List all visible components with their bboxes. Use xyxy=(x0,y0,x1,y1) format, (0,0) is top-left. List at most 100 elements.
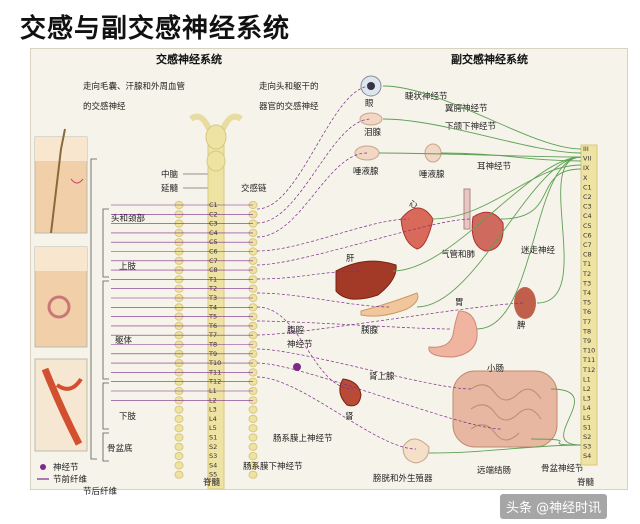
central-segment-l3: L3 xyxy=(209,406,217,414)
label-inf-mesenteric: 肠系膜下神经节 xyxy=(243,461,303,472)
right-chain-ganglion-l4 xyxy=(248,414,258,423)
note-skin-line1: 走向毛囊、汗腺和外周血管 xyxy=(83,81,185,92)
right-chain-ganglion-s2 xyxy=(248,442,258,451)
right-segment-l2: L2 xyxy=(583,385,591,393)
legend: 神经节 节前纤维 xyxy=(37,462,88,485)
note-viscera-line1: 走向头和躯干的 xyxy=(259,81,319,92)
left-chain-ganglion-s4 xyxy=(174,461,184,470)
central-segment-l5: L5 xyxy=(209,424,217,432)
skin-illustrations xyxy=(34,128,88,452)
right-segment-t10: T10 xyxy=(582,347,595,355)
right-segment-c8: C8 xyxy=(583,251,592,259)
region-upper-limb: 上肢 xyxy=(119,261,137,272)
organ-liver xyxy=(335,260,397,300)
left-chain-ganglion-s5 xyxy=(174,470,184,479)
right-segment-s3: S3 xyxy=(583,443,591,451)
right-segment-c3: C3 xyxy=(583,203,592,211)
region-brackets xyxy=(90,158,109,462)
right-segment-x: X xyxy=(583,174,588,182)
right-segment-t11: T11 xyxy=(582,356,595,364)
left-chain-ganglion-s1 xyxy=(174,433,184,442)
parasympathetic-spinal-cord xyxy=(580,144,598,466)
organ-pancreas xyxy=(360,292,419,317)
label-celiac-ganglion-line2: 神经节 xyxy=(287,339,313,350)
label-salivary-2: 唾液腺 xyxy=(419,169,445,180)
organ-eye xyxy=(360,75,382,97)
right-segment-ix: IX xyxy=(583,164,590,172)
legend-preganglionic: 节前纤维 xyxy=(53,474,88,485)
central-segment-s3: S3 xyxy=(209,452,217,460)
parasympathetic-fibers xyxy=(378,85,582,454)
label-eye: 眼 xyxy=(365,99,374,109)
parasympathetic-fiber-6 xyxy=(500,168,582,220)
legend-postganglionic: 节后纤维 xyxy=(83,487,118,497)
central-spinal-cord xyxy=(205,124,227,489)
sympathetic-organ-fiber-9 xyxy=(256,320,452,330)
note-viscera-line2: 器官的交感神经 xyxy=(259,101,319,112)
right-chain-ganglion-s3 xyxy=(248,452,258,461)
label-distal-colon: 远端结肠 xyxy=(477,465,511,476)
right-chain-ganglion-l5 xyxy=(248,424,258,433)
sympathetic-organ-fiber-12 xyxy=(256,362,502,430)
watermark: 头条 @神经时讯 xyxy=(500,494,608,519)
right-segment-t7: T7 xyxy=(582,318,591,326)
left-sympathetic-chain xyxy=(174,200,184,479)
arrow-left xyxy=(189,113,212,131)
central-segment-s5: S5 xyxy=(209,471,217,479)
right-chain-ganglion-s4 xyxy=(248,461,258,470)
sympathetic-organ-fiber-7 xyxy=(256,292,392,308)
sympathetic-organ-fiber-13 xyxy=(256,376,417,450)
diagram-panel: 交感神经系统 副交感神经系统 走向毛囊、汗腺和外周血管 的交感神经 走向头和躯干… xyxy=(30,48,628,497)
sympathetic-organ-fiber-11 xyxy=(256,348,472,390)
arrow-right xyxy=(220,113,243,131)
parasympathetic-fiber-11 xyxy=(550,388,582,446)
celiac-ganglion xyxy=(293,363,301,371)
region-lower-limb: 下肢 xyxy=(119,411,137,422)
label-lungs: 气管和肺 xyxy=(441,249,476,260)
label-salivary-1: 唾液腺 xyxy=(353,166,379,177)
label-otic-ganglion: 耳神经节 xyxy=(477,161,512,172)
parasympathetic-fiber-8 xyxy=(416,156,582,308)
label-small-intestine: 小肠 xyxy=(487,363,504,374)
right-segment-c1: C1 xyxy=(583,183,592,191)
note-skin-line2: 的交感神经 xyxy=(83,101,126,112)
label-liver: 肝 xyxy=(346,254,355,264)
sympathetic-organ-fiber-1 xyxy=(256,85,372,210)
right-segment-t12: T12 xyxy=(582,366,595,374)
right-segment-c4: C4 xyxy=(583,212,592,220)
label-pterygopalatine-ganglion: 翼腭神经节 xyxy=(445,103,488,114)
central-segment-l4: L4 xyxy=(209,415,217,423)
spinal-cord-label-left: 脊髓 xyxy=(203,477,221,488)
right-segment-t2: T2 xyxy=(582,270,591,278)
right-segment-s2: S2 xyxy=(583,433,591,441)
left-chain-ganglion-l4 xyxy=(174,414,184,423)
parasympathetic-fiber-1 xyxy=(382,85,582,150)
sympathetic-organ-fiber-5 xyxy=(256,218,472,266)
label-kidney: 肾 xyxy=(345,412,354,422)
label-lacrimal: 泪腺 xyxy=(364,127,382,138)
region-head-neck: 头和颈部 xyxy=(111,213,146,224)
parasympathetic-fiber-13 xyxy=(428,444,582,454)
organ-heart xyxy=(400,207,434,250)
parasympathetic-fiber-12 xyxy=(530,438,582,446)
right-segment-l3: L3 xyxy=(583,395,591,403)
parasympathetic-fiber-7 xyxy=(392,156,582,272)
sympathetic-organ-fiber-10 xyxy=(256,302,526,336)
right-chain-ganglion-s5 xyxy=(248,470,258,479)
right-segment-c7: C7 xyxy=(583,241,592,249)
label-pancreas: 胰腺 xyxy=(361,325,379,336)
organ-lacrimal xyxy=(359,112,383,126)
parasympathetic-fiber-3 xyxy=(378,152,582,158)
label-celiac-ganglion-line1: 腹腔 xyxy=(287,325,305,336)
sympathetic-organ-fiber-6 xyxy=(256,270,362,280)
central-segment-s4: S4 xyxy=(209,461,217,469)
left-chain-ganglion-s3 xyxy=(174,452,184,461)
label-sup-mesenteric: 肠系膜上神经节 xyxy=(273,433,333,444)
central-segment-s1: S1 xyxy=(209,434,217,442)
legend-ganglion-swatch xyxy=(40,464,46,470)
right-segment-t1: T1 xyxy=(582,260,591,268)
label-pelvic-ganglion: 骨盆神经节 xyxy=(541,463,584,474)
legend-ganglion: 神经节 xyxy=(53,462,79,473)
spinal-cord-label-right: 脊髓 xyxy=(577,477,595,488)
right-chain-ganglion-s1 xyxy=(248,433,258,442)
